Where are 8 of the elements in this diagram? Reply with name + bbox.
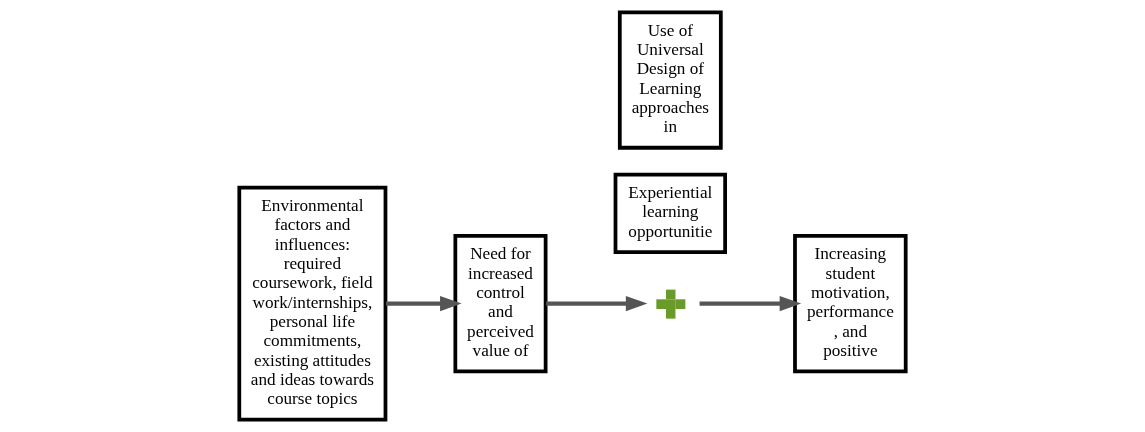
node-box: Increasing student motivation, performance , and positive bbox=[793, 234, 908, 374]
arrow bbox=[385, 296, 462, 312]
arrow bbox=[546, 296, 648, 312]
node-box: Use of Universal Design of Learning approaches in bbox=[617, 10, 723, 150]
node-box: Environmental factors and influences: required coursework, field work/internships, personal life commitments, existing attitudes and ideas towards course topics bbox=[237, 185, 388, 422]
node-box: Experiential learning opportunitie bbox=[613, 172, 727, 254]
arrow bbox=[699, 296, 802, 312]
node-box: Need for increased control and perceived value of bbox=[453, 234, 548, 374]
